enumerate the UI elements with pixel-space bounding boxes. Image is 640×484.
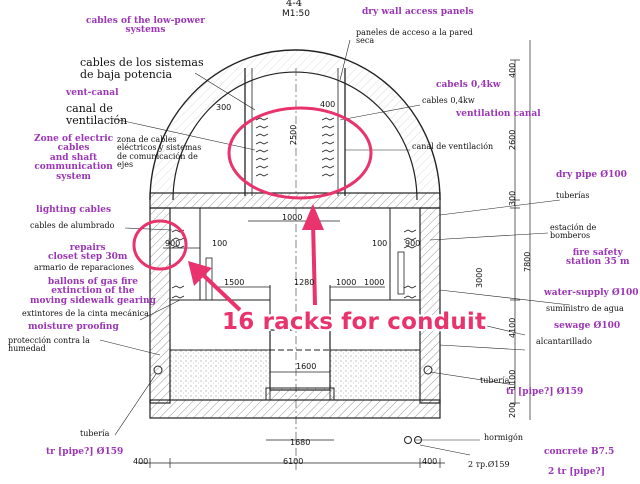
dim-r7800: 7800 (523, 251, 532, 272)
label-electric-zone-en: Zone of electric cables and shaft commun… (34, 134, 114, 182)
label-sewage-es: alcantarillado (536, 337, 592, 346)
section-scale: M1:50 (282, 9, 310, 19)
label-tuberias: tuberías (556, 191, 590, 200)
label-ventilation-es: canal de ventilación (412, 142, 494, 151)
label-balloons-en: ballons of gas fire extinction of the mo… (30, 277, 156, 306)
dim-900-right: 900 (405, 239, 421, 248)
dim-100a: 100 (212, 239, 228, 248)
dim-1000a: 1000 (282, 213, 303, 222)
label-cables-es: cables 0,4kw (422, 96, 475, 105)
label-pipe-right-en: tr [pipe?] Ø159 (506, 387, 584, 397)
label-dry-pipe-en: dry pipe Ø100 (556, 170, 627, 180)
label-hormigon: hormigón (484, 433, 524, 442)
dim-2500: 2500 (289, 124, 298, 145)
label-lighting-en: lighting cables (36, 205, 112, 215)
vault-inner-arch (172, 71, 418, 201)
label-cabels-en: cabels 0,4kw (436, 80, 501, 90)
dim-r3000: 3000 (475, 267, 484, 288)
label-low-power-en: cables of the low-power systems (86, 16, 205, 36)
conduit-racks (255, 117, 335, 177)
gravel-fill-left (169, 349, 271, 401)
label-vent-canal-es: canal de ventilación (66, 102, 128, 127)
central-trench (269, 329, 331, 391)
callout-arrows (188, 204, 324, 312)
label-station-es: estación de bomberos (550, 223, 597, 241)
label-pipe-bottom-en: 2 tr [pipe?] (548, 467, 605, 477)
label-low-power-es: cables de los sistemas de baja potencia (80, 56, 204, 81)
dim-300: 300 (216, 103, 232, 112)
label-moisture-en: moisture proofing (28, 322, 119, 332)
dim-6100: 6100 (283, 457, 304, 466)
label-tuberia-right: tubería (480, 376, 510, 385)
label-tuberia-left: tubería (80, 429, 110, 438)
dim-1600: 1600 (296, 362, 317, 371)
dim-1280: 1280 (294, 278, 315, 287)
dim-1500: 1500 (224, 278, 245, 287)
label-pipe-bottom: 2 тр.Ø159 (468, 460, 510, 469)
label-water-en: water-supply Ø100 (544, 288, 639, 298)
label-repairs-es: armario de reparaciones (34, 263, 134, 272)
label-dry-wall-en: dry wall access panels (362, 7, 474, 17)
label-pipe-left-en: tr [pipe?] Ø159 (46, 447, 124, 457)
dim-r2600: 2600 (508, 129, 517, 150)
dim-400c: 400 (422, 457, 438, 466)
label-repairs-en: repairs closet step 30m (48, 243, 128, 263)
dim-900-left: 900 (165, 239, 181, 248)
dim-100b: 100 (372, 239, 388, 248)
closet-highlight-ellipse (132, 219, 188, 271)
dim-r4100: 4100 (508, 317, 517, 338)
label-moisture-es: protección contra la humedad (8, 336, 90, 354)
label-concrete-en: concrete B7.5 (544, 447, 615, 457)
racks-highlight-ellipse (227, 106, 373, 200)
label-sewage-en: sewage Ø100 (554, 321, 621, 331)
label-lighting-es: cables de alumbrado (30, 221, 115, 230)
upper-slab (149, 192, 441, 209)
label-electric-zone-es: zona de cables eléctricos y sistemas de … (117, 135, 202, 170)
dim-r400: 400 (508, 62, 517, 78)
section-title: 4-4 (286, 0, 303, 9)
callout-16-racks: 16 racks for conduit (222, 309, 487, 335)
label-balloons-es: extintores de la cinta mecánica (22, 309, 149, 318)
dim-400: 400 (320, 100, 336, 109)
vault-hatch (150, 50, 440, 200)
dim-r200: 200 (508, 402, 517, 418)
label-vent-canal-en: vent-canal (66, 88, 119, 98)
label-station-en: fire safety station 35 m (566, 248, 630, 268)
dim-400b: 400 (133, 457, 149, 466)
dim-1000c: 1000 (364, 278, 385, 287)
label-water-es: suministro de agua (546, 304, 624, 313)
label-dry-wall-es: paneles de acceso a la pared seca (356, 28, 473, 46)
gravel-fill-right (329, 349, 421, 401)
bottom-slab (149, 399, 441, 419)
dim-1680: 1680 (290, 438, 311, 447)
label-ventilation-en: ventilation canal (456, 109, 541, 119)
dim-r300: 300 (508, 190, 517, 206)
dim-r1100: 1100 (508, 369, 517, 390)
dim-1000b: 1000 (336, 278, 357, 287)
